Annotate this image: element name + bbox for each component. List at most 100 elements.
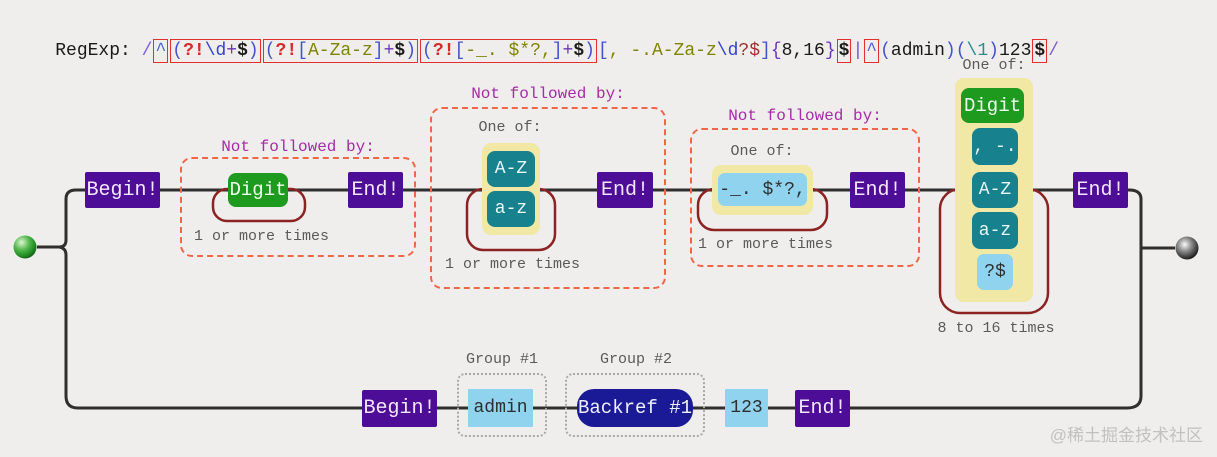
question-dollar-box: ?$ <box>977 254 1013 290</box>
group1-label: Group #1 <box>465 351 539 368</box>
regex-token: | <box>852 41 864 61</box>
begin-anchor-box: Begin! <box>85 172 160 208</box>
start-node <box>13 235 37 259</box>
regex-token: / <box>141 41 153 61</box>
regex-highlight-box: $ <box>1032 39 1048 63</box>
regex-bar: RegExp: /^(?!\d+$)(?![A-Za-z]+$)(?![-_. … <box>12 12 1059 90</box>
regex-token: [ <box>297 41 308 61</box>
uppercase-box-2: A-Z <box>972 172 1018 208</box>
regex-segment: (admin)(\1)123 <box>880 41 1031 61</box>
one-of-label-2: One of: <box>478 119 542 136</box>
literal-123-box: 123 <box>725 389 768 427</box>
negative-lookahead-box-2 <box>430 107 666 289</box>
regex-token: ( <box>172 41 184 61</box>
regex-token: ?$ <box>738 41 760 61</box>
group2-box <box>565 373 705 437</box>
regex-token: 123 <box>998 41 1032 61</box>
regex-token: \1 <box>966 41 989 61</box>
regex-token: ) <box>584 41 595 61</box>
regex-token: ( <box>422 41 433 61</box>
end-anchor-box-2: End! <box>597 172 653 208</box>
regex-token: / <box>1048 41 1059 61</box>
regex-segment: | <box>852 41 863 61</box>
regex-highlight-box: ^ <box>864 39 880 63</box>
repeat-label-2: 1 or more times <box>445 256 581 273</box>
regex-token: A-Za-z <box>307 41 373 61</box>
regex-highlight-box: (?![A-Za-z]+$) <box>262 39 419 63</box>
regex-token: [ <box>454 41 466 61</box>
regex-label: RegExp: <box>55 41 142 61</box>
backref-box: Backref #1 <box>577 389 693 427</box>
regex-token: ] <box>551 41 563 61</box>
end-anchor-box-5: End! <box>795 390 850 427</box>
regex-token: $ <box>394 41 406 61</box>
end-anchor-box-3: End! <box>850 172 905 208</box>
digit-box: Digit <box>228 173 288 207</box>
regex-token: ) <box>988 41 999 61</box>
regex-segment: / <box>142 41 153 61</box>
end-node <box>1175 236 1199 260</box>
regex-token: ( <box>264 41 276 61</box>
regex-token: ( <box>955 41 967 61</box>
regex-token: 8,16 <box>781 41 825 61</box>
regex-token: + <box>226 41 238 61</box>
regex-token: , -.A-Za-z <box>608 41 717 61</box>
digit-box-2: Digit <box>961 88 1024 123</box>
repeat-label-4: 8 to 16 times <box>937 320 1055 337</box>
group1-box <box>457 373 547 437</box>
regex-token: \d <box>716 41 739 61</box>
regex-token: + <box>383 41 395 61</box>
regex-token: ?! <box>275 41 298 61</box>
negative-lookahead-box-1 <box>180 157 416 257</box>
top-branch-line <box>37 188 1143 249</box>
bottom-branch-line <box>58 245 1143 410</box>
punct-set-box: -_. $*?, <box>718 173 807 206</box>
regex-token: $ <box>838 41 850 61</box>
one-of-label-4: One of: <box>962 57 1026 74</box>
regex-token: ) <box>247 41 259 61</box>
regex-token: $ <box>237 41 248 61</box>
not-followed-by-label-2: Not followed by: <box>471 85 625 103</box>
regex-token: ?! <box>432 41 455 61</box>
begin-anchor-box-2: Begin! <box>362 390 437 427</box>
regex-segment: / <box>1048 41 1059 61</box>
regex-token: ) <box>944 41 956 61</box>
regex-token: ^ <box>866 41 878 61</box>
repeat-label-3: 1 or more times <box>698 236 834 253</box>
regex-token: ^ <box>155 41 167 61</box>
group2-label: Group #2 <box>599 351 673 368</box>
regex-token: -_. $*?, <box>465 41 552 61</box>
end-anchor-box-1: End! <box>348 172 403 208</box>
regex-token: $ <box>1034 41 1046 61</box>
regex-token: [ <box>597 41 609 61</box>
regex-highlight-box: (?![-_. $*?,]+$) <box>420 39 597 63</box>
regex-token: } <box>824 41 836 61</box>
regex-token: + <box>562 41 574 61</box>
regex-token: \d <box>204 41 227 61</box>
regex-token: ( <box>880 41 891 61</box>
regex-highlight-box: ^ <box>153 39 169 63</box>
regex-token: $ <box>573 41 585 61</box>
regex-token: ) <box>405 41 417 61</box>
admin-literal-box: admin <box>468 389 533 427</box>
one-of-label-3: One of: <box>730 143 794 160</box>
regex-token: admin <box>890 41 945 61</box>
not-followed-by-label-1: Not followed by: <box>221 138 375 156</box>
end-anchor-box-4: End! <box>1073 172 1128 208</box>
regex-token: ] <box>372 41 384 61</box>
regex-token: ?! <box>183 41 205 61</box>
comma-dash-dot-box: , -. <box>972 128 1018 165</box>
regex-token: ] <box>760 41 771 61</box>
regex-highlight-box: (?!\d+$) <box>170 39 261 63</box>
regex-tokens: /^(?!\d+$)(?![A-Za-z]+$)(?![-_. $*?,]+$)… <box>142 39 1059 63</box>
repeat-label-1: 1 or more times <box>194 228 330 245</box>
lowercase-box: a-z <box>487 191 535 227</box>
uppercase-box: A-Z <box>487 151 535 187</box>
regex-token: { <box>770 41 782 61</box>
negative-lookahead-box-3 <box>690 128 920 267</box>
watermark: @稀土掘金技术社区 <box>1049 426 1203 445</box>
regex-segment: [, -.A-Za-z\d?$]{8,16} <box>598 41 836 61</box>
regex-highlight-box: $ <box>836 39 852 63</box>
not-followed-by-label-3: Not followed by: <box>728 107 882 125</box>
